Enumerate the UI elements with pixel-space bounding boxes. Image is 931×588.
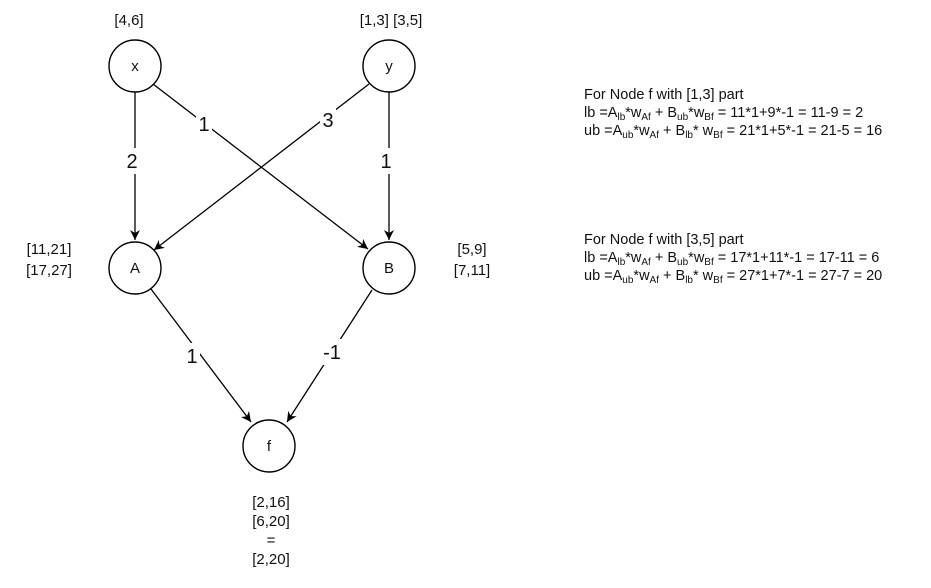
calculation-block-3-5: For Node f with [3,5] part lb =Alb*wAf +… xyxy=(584,231,883,286)
edge-weight-y-B: 1 xyxy=(380,151,391,173)
node-x-label: x xyxy=(131,58,139,75)
interval-A-1: [11,21] xyxy=(27,241,72,258)
calc-ub-line: ub =Aub*wAf + Blb* wBf = 27*1+7*-1 = 27-… xyxy=(584,268,883,286)
node-A-label: A xyxy=(130,260,140,277)
interval-B-1: [5,9] xyxy=(457,241,486,258)
node-A: A xyxy=(108,241,162,295)
interval-f-2: [6,20] xyxy=(252,513,290,530)
calc-ub-line: ub =Aub*wAf + Blb* wBf = 21*1+5*-1 = 21-… xyxy=(584,123,883,141)
interval-B-2: [7,11] xyxy=(454,262,490,279)
edge-x-to-B xyxy=(152,83,369,250)
node-y: y xyxy=(362,39,416,93)
interval-f-1: [2,16] xyxy=(252,494,290,511)
node-B: B xyxy=(362,241,416,295)
interval-x: [4,6] xyxy=(114,12,143,29)
edge-weight-y-A: 3 xyxy=(322,110,333,132)
node-f: f xyxy=(242,419,296,473)
calc-lb-line: lb =Alb*wAf + Bub*wBf = 17*1+11*-1 = 17-… xyxy=(584,250,880,268)
node-y-label: y xyxy=(385,58,393,75)
node-x: x xyxy=(108,39,162,93)
calculation-block-1-3: For Node f with [1,3] part lb =Alb*wAf +… xyxy=(584,86,883,141)
interval-A-2: [17,27] xyxy=(26,262,72,279)
edge-weight-A-f: 1 xyxy=(186,346,197,368)
calc-lb-line: lb =Alb*wAf + Bub*wBf = 11*1+9*-1 = 11-9… xyxy=(584,105,864,123)
node-f-label: f xyxy=(267,438,272,455)
edge-A-to-f xyxy=(150,288,252,423)
calc-title: For Node f with [3,5] part xyxy=(584,232,744,248)
calc-title: For Node f with [1,3] part xyxy=(584,87,744,103)
edge-weight-B-f: -1 xyxy=(323,342,341,364)
interval-f-result: [2,20] xyxy=(252,551,290,568)
node-B-label: B xyxy=(384,260,394,277)
interval-y: [1,3] [3,5] xyxy=(360,12,423,29)
edge-weight-x-B: 1 xyxy=(198,114,209,136)
interval-f-equals: = xyxy=(267,532,276,549)
edge-weight-x-A: 2 xyxy=(126,151,137,173)
